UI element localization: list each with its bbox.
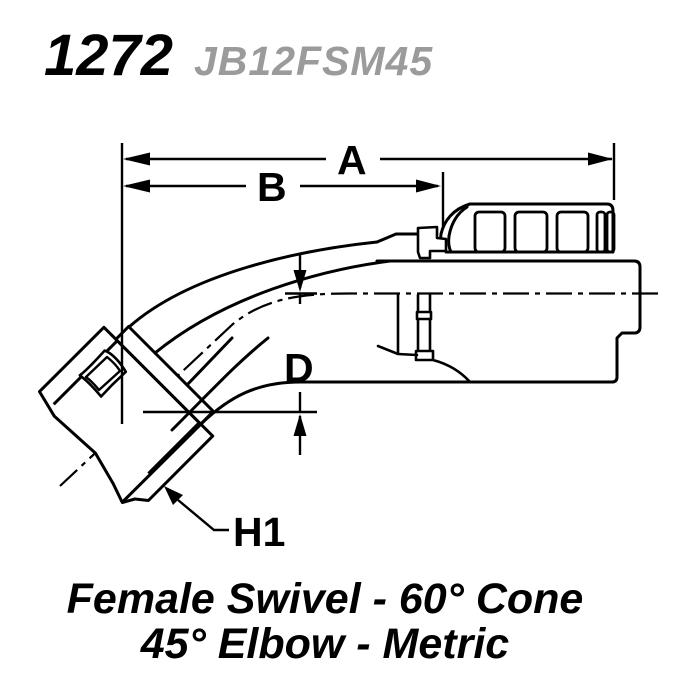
caption-line-1: Female Swivel - 60° Cone — [66, 575, 584, 623]
elbow-body — [121, 232, 642, 504]
arrow-a-right — [588, 152, 613, 166]
centerline — [59, 292, 658, 487]
crimp-shell — [416, 202, 616, 260]
hose-stop-clip — [416, 225, 448, 260]
socket-boss — [376, 293, 472, 384]
swivel-nut-assembly — [38, 325, 215, 504]
dim-label-a: A — [337, 137, 367, 183]
shell-outline — [468, 202, 615, 254]
arrow-b-left — [123, 179, 150, 193]
body-right-outline — [375, 259, 642, 384]
dim-label-h1: H1 — [233, 509, 285, 555]
arrow-h1 — [164, 486, 183, 505]
arrow-d-up — [293, 414, 307, 436]
outer-bend-curve — [127, 240, 379, 329]
caption-line-2: 45° Elbow - Metric — [140, 620, 510, 668]
caption: Female Swivel - 60° Cone 45° Elbow - Met… — [0, 578, 650, 666]
part-code: JB12FSM45 — [194, 38, 434, 84]
dim-label-d: D — [284, 345, 314, 391]
tube-lower-edge — [185, 336, 234, 387]
cone-seat-inner — [84, 355, 122, 392]
arrow-d-down — [293, 270, 307, 292]
hex-nut-outline — [38, 325, 215, 504]
dimension-arrowheads — [123, 152, 613, 505]
ferrule-ribs — [473, 210, 616, 254]
leader-line-h1 — [177, 499, 229, 532]
inner-lower-curve — [170, 336, 270, 432]
shell-dome-inner — [447, 205, 469, 254]
arrow-a-left — [123, 152, 150, 166]
dim-label-b: B — [257, 164, 287, 210]
top-step-outline — [375, 232, 420, 244]
body-bottom-outline — [121, 380, 615, 504]
part-number: 1272 — [44, 23, 174, 88]
arrow-b-right — [416, 179, 441, 193]
inner-upper-curve — [153, 259, 392, 355]
dimension-lines — [120, 143, 616, 532]
